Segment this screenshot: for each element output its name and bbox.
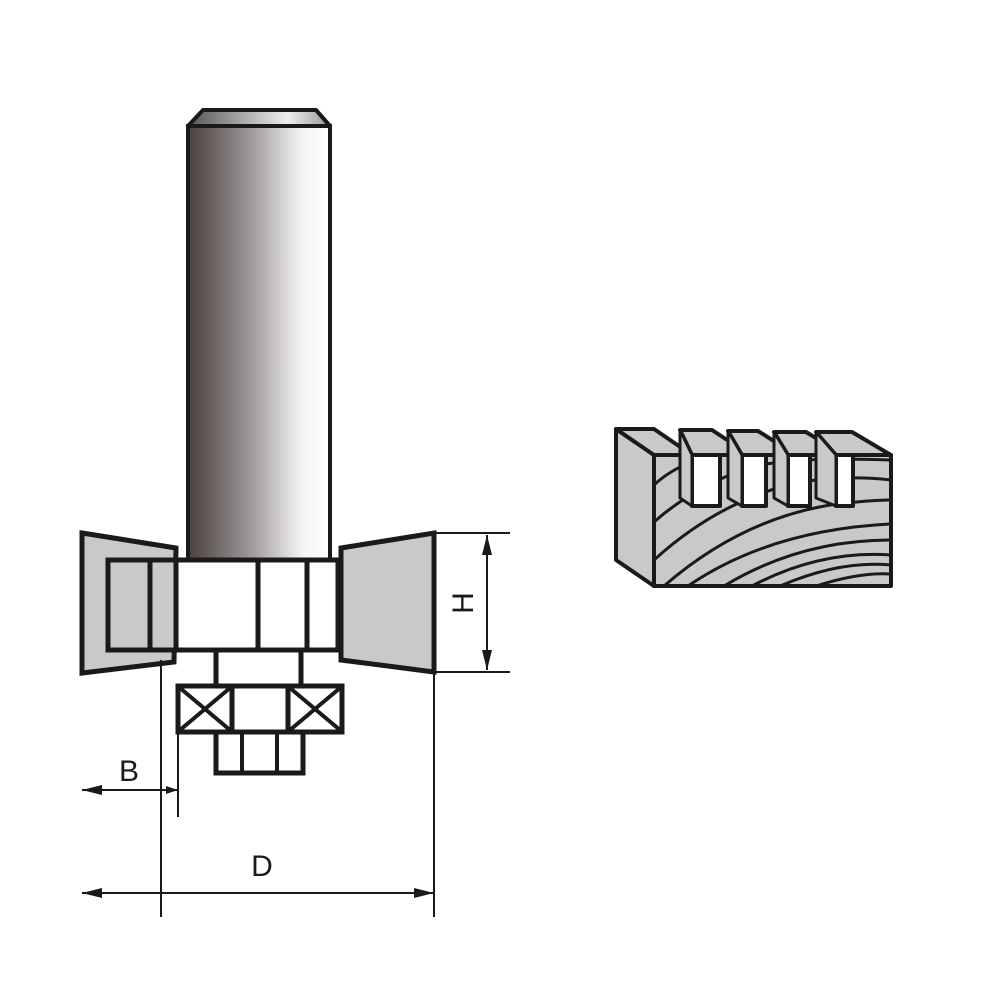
dimension-h-label: H: [447, 592, 480, 614]
right-cutting-wing: [338, 530, 437, 675]
dimension-d: D: [82, 672, 435, 917]
dimension-b-label: B: [119, 755, 139, 788]
dimension-d-label: D: [251, 850, 273, 883]
shank: [186, 108, 332, 562]
retaining-nut: [213, 729, 306, 776]
bearing: [175, 683, 345, 735]
workpiece-wood-block: [614, 427, 893, 588]
shank-chamfer: [186, 108, 332, 128]
cutter-body: [105, 557, 341, 653]
dimension-h: H: [434, 532, 510, 673]
arbor-neck: [213, 647, 304, 689]
dimension-b: B: [82, 660, 179, 917]
